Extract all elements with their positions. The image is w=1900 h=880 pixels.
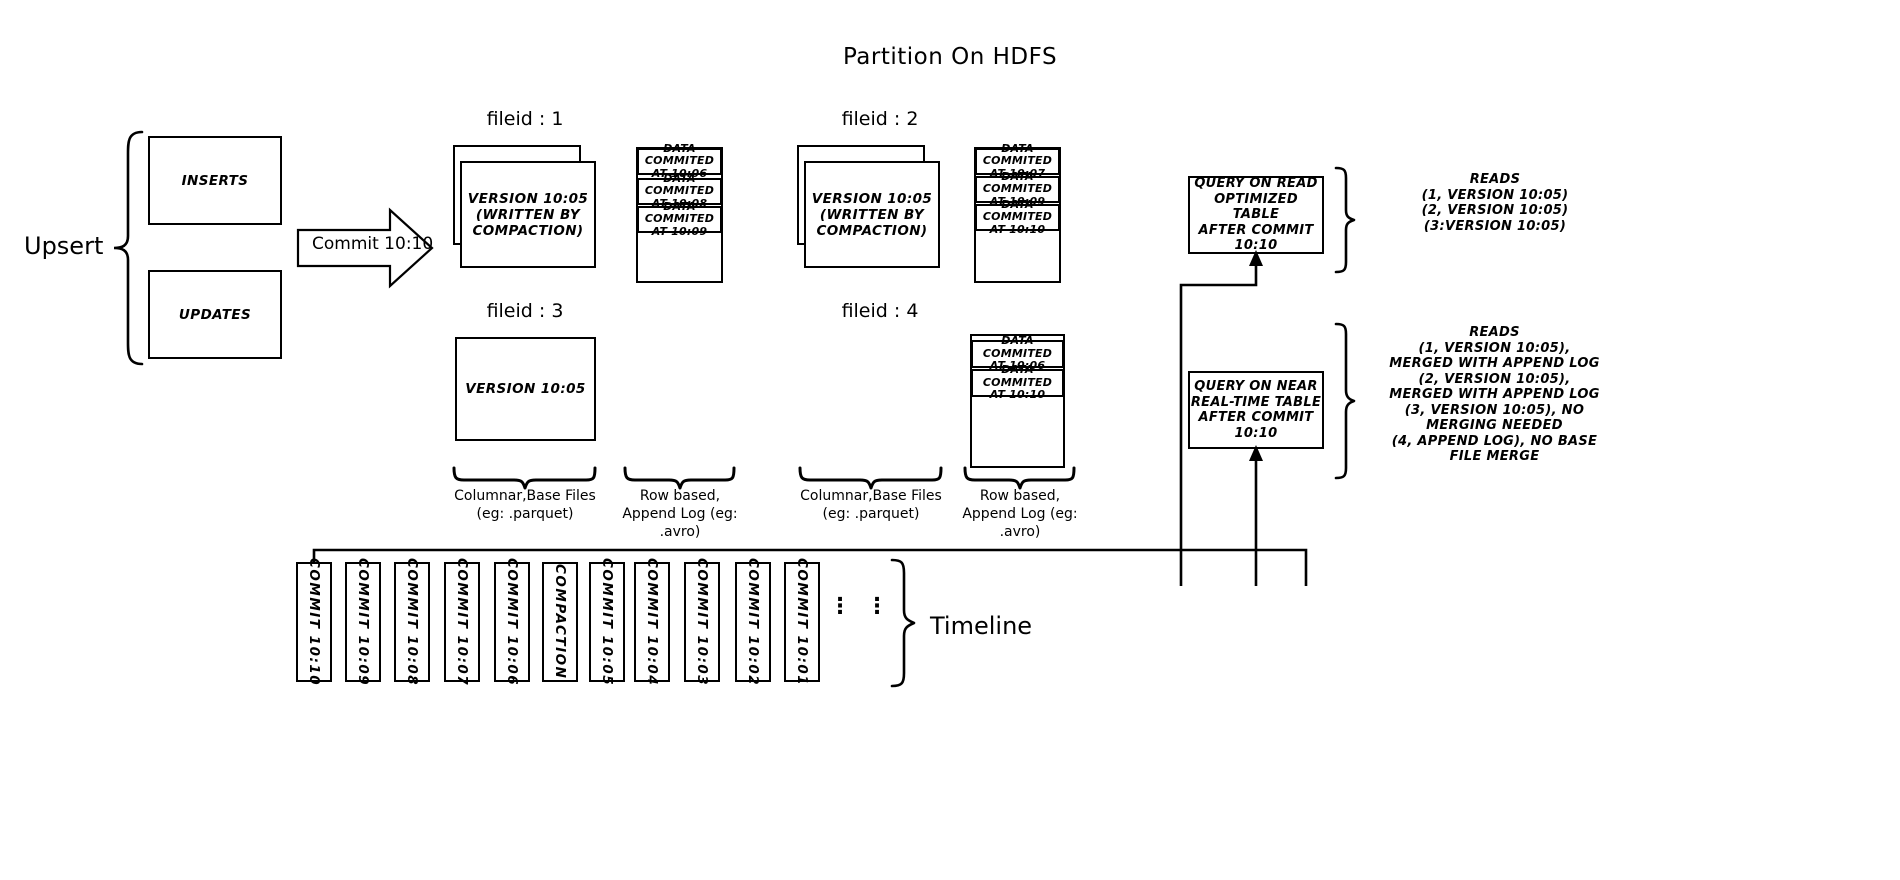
caption-rowlog-1: Row based, Append Log (eg: .avro): [622, 488, 738, 540]
timeline-cell[interactable]: COMMIT 10:03: [684, 558, 720, 686]
brace-rowlog-1: [623, 466, 736, 490]
caption-columnar-1: Columnar,Base Files (eg: .parquet): [454, 488, 596, 522]
brace-columnar-2: [798, 466, 943, 490]
inserts-box[interactable]: INSERTS: [148, 136, 282, 225]
brace-reads-2: [1334, 322, 1356, 480]
commit-arrow-label: Commit 10:10: [312, 234, 434, 254]
fileid-3-base-file[interactable]: VERSION 10:05: [455, 337, 596, 441]
fileid-3-label: fileid : 3: [486, 300, 564, 322]
page-title: Partition On HDFS: [842, 44, 1058, 70]
query-read-optimized-text: QUERY ON READ OPTIMIZED TABLE AFTER COMM…: [1194, 176, 1318, 254]
log-entry[interactable]: DATA COMMITED AT 10:09: [637, 200, 722, 237]
timeline-ellipsis: ⋮: [829, 594, 851, 619]
query-read-optimized-box[interactable]: QUERY ON READ OPTIMIZED TABLE AFTER COMM…: [1188, 176, 1324, 254]
query-near-realtime-box[interactable]: QUERY ON NEAR REAL-TIME TABLE AFTER COMM…: [1188, 371, 1324, 449]
timeline-cell[interactable]: COMMIT 10:04: [634, 558, 670, 686]
fileid-4-label: fileid : 4: [841, 300, 919, 322]
fileid-2-base-file-text: VERSION 10:05 (WRITTEN BY COMPACTION): [811, 190, 933, 239]
timeline-cell[interactable]: COMMIT 10:02: [735, 558, 771, 686]
log-entry[interactable]: DATA COMMITED AT 10:10: [975, 198, 1060, 235]
timeline-cell[interactable]: COMMIT 10:10: [296, 558, 332, 686]
caption-columnar-2: Columnar,Base Files (eg: .parquet): [800, 488, 942, 522]
fileid-1-base-file-text: VERSION 10:05 (WRITTEN BY COMPACTION): [467, 190, 589, 239]
timeline-cell[interactable]: COMMIT 10:08: [394, 558, 430, 686]
fileid-1-log-box: DATA COMMITED AT 10:06 DATA COMMITED AT …: [636, 142, 723, 283]
commit-arrow: [296, 207, 434, 289]
log-entry[interactable]: DATA COMMITED AT 10:06: [971, 335, 1064, 372]
query-near-realtime-text: QUERY ON NEAR REAL-TIME TABLE AFTER COMM…: [1190, 379, 1322, 441]
fileid-1-label: fileid : 1: [486, 108, 564, 130]
timeline-cell[interactable]: COMMIT 10:01: [784, 558, 820, 686]
fileid-1-base-file[interactable]: VERSION 10:05 (WRITTEN BY COMPACTION): [460, 161, 596, 268]
fileid-2-label: fileid : 2: [841, 108, 919, 130]
timeline-cell[interactable]: COMMIT 10:05: [589, 558, 625, 686]
brace-columnar-1: [452, 466, 597, 490]
timeline-cell[interactable]: COMMIT 10:09: [345, 558, 381, 686]
timeline-cell[interactable]: COMPACTION: [542, 562, 578, 682]
updates-box[interactable]: UPDATES: [148, 270, 282, 359]
timeline-brace: [890, 558, 916, 688]
timeline-cell[interactable]: COMMIT 10:06: [494, 558, 530, 686]
log-entry[interactable]: DATA COMMITED AT 10:08: [637, 172, 722, 209]
timeline-cell[interactable]: COMMIT 10:07: [444, 558, 480, 686]
timeline-label: Timeline: [930, 612, 1033, 640]
caption-rowlog-2: Row based, Append Log (eg: .avro): [962, 488, 1078, 540]
log-entry[interactable]: DATA COMMITED AT 10:07: [975, 142, 1060, 179]
log-entry[interactable]: DATA COMMITED AT 10:10: [971, 364, 1064, 401]
log-entry[interactable]: DATA COMMITED AT 10:09: [975, 170, 1060, 207]
fileid-2-log-box: DATA COMMITED AT 10:07 DATA COMMITED AT …: [974, 142, 1061, 283]
inserts-label: INSERTS: [181, 172, 249, 189]
timeline-ellipsis: ⋮: [866, 594, 888, 619]
fileid-4-log-box: DATA COMMITED AT 10:06 DATA COMMITED AT …: [970, 334, 1065, 468]
upsert-brace: [113, 130, 144, 366]
reads-near-realtime-text: READS (1, VERSION 10:05), MERGED WITH AP…: [1389, 325, 1600, 464]
reads-read-optimized-text: READS (1, VERSION 10:05) (2, VERSION 10:…: [1421, 172, 1569, 234]
timeline-to-queries-connector: [1179, 250, 1263, 586]
log-entry[interactable]: DATA COMMITED AT 10:06: [637, 142, 722, 179]
updates-label: UPDATES: [178, 306, 252, 323]
upsert-label: Upsert: [24, 232, 104, 260]
brace-rowlog-2: [963, 466, 1076, 490]
fileid-2-base-file[interactable]: VERSION 10:05 (WRITTEN BY COMPACTION): [804, 161, 940, 268]
fileid-3-base-file-text: VERSION 10:05: [465, 381, 586, 397]
brace-reads-1: [1334, 166, 1356, 274]
